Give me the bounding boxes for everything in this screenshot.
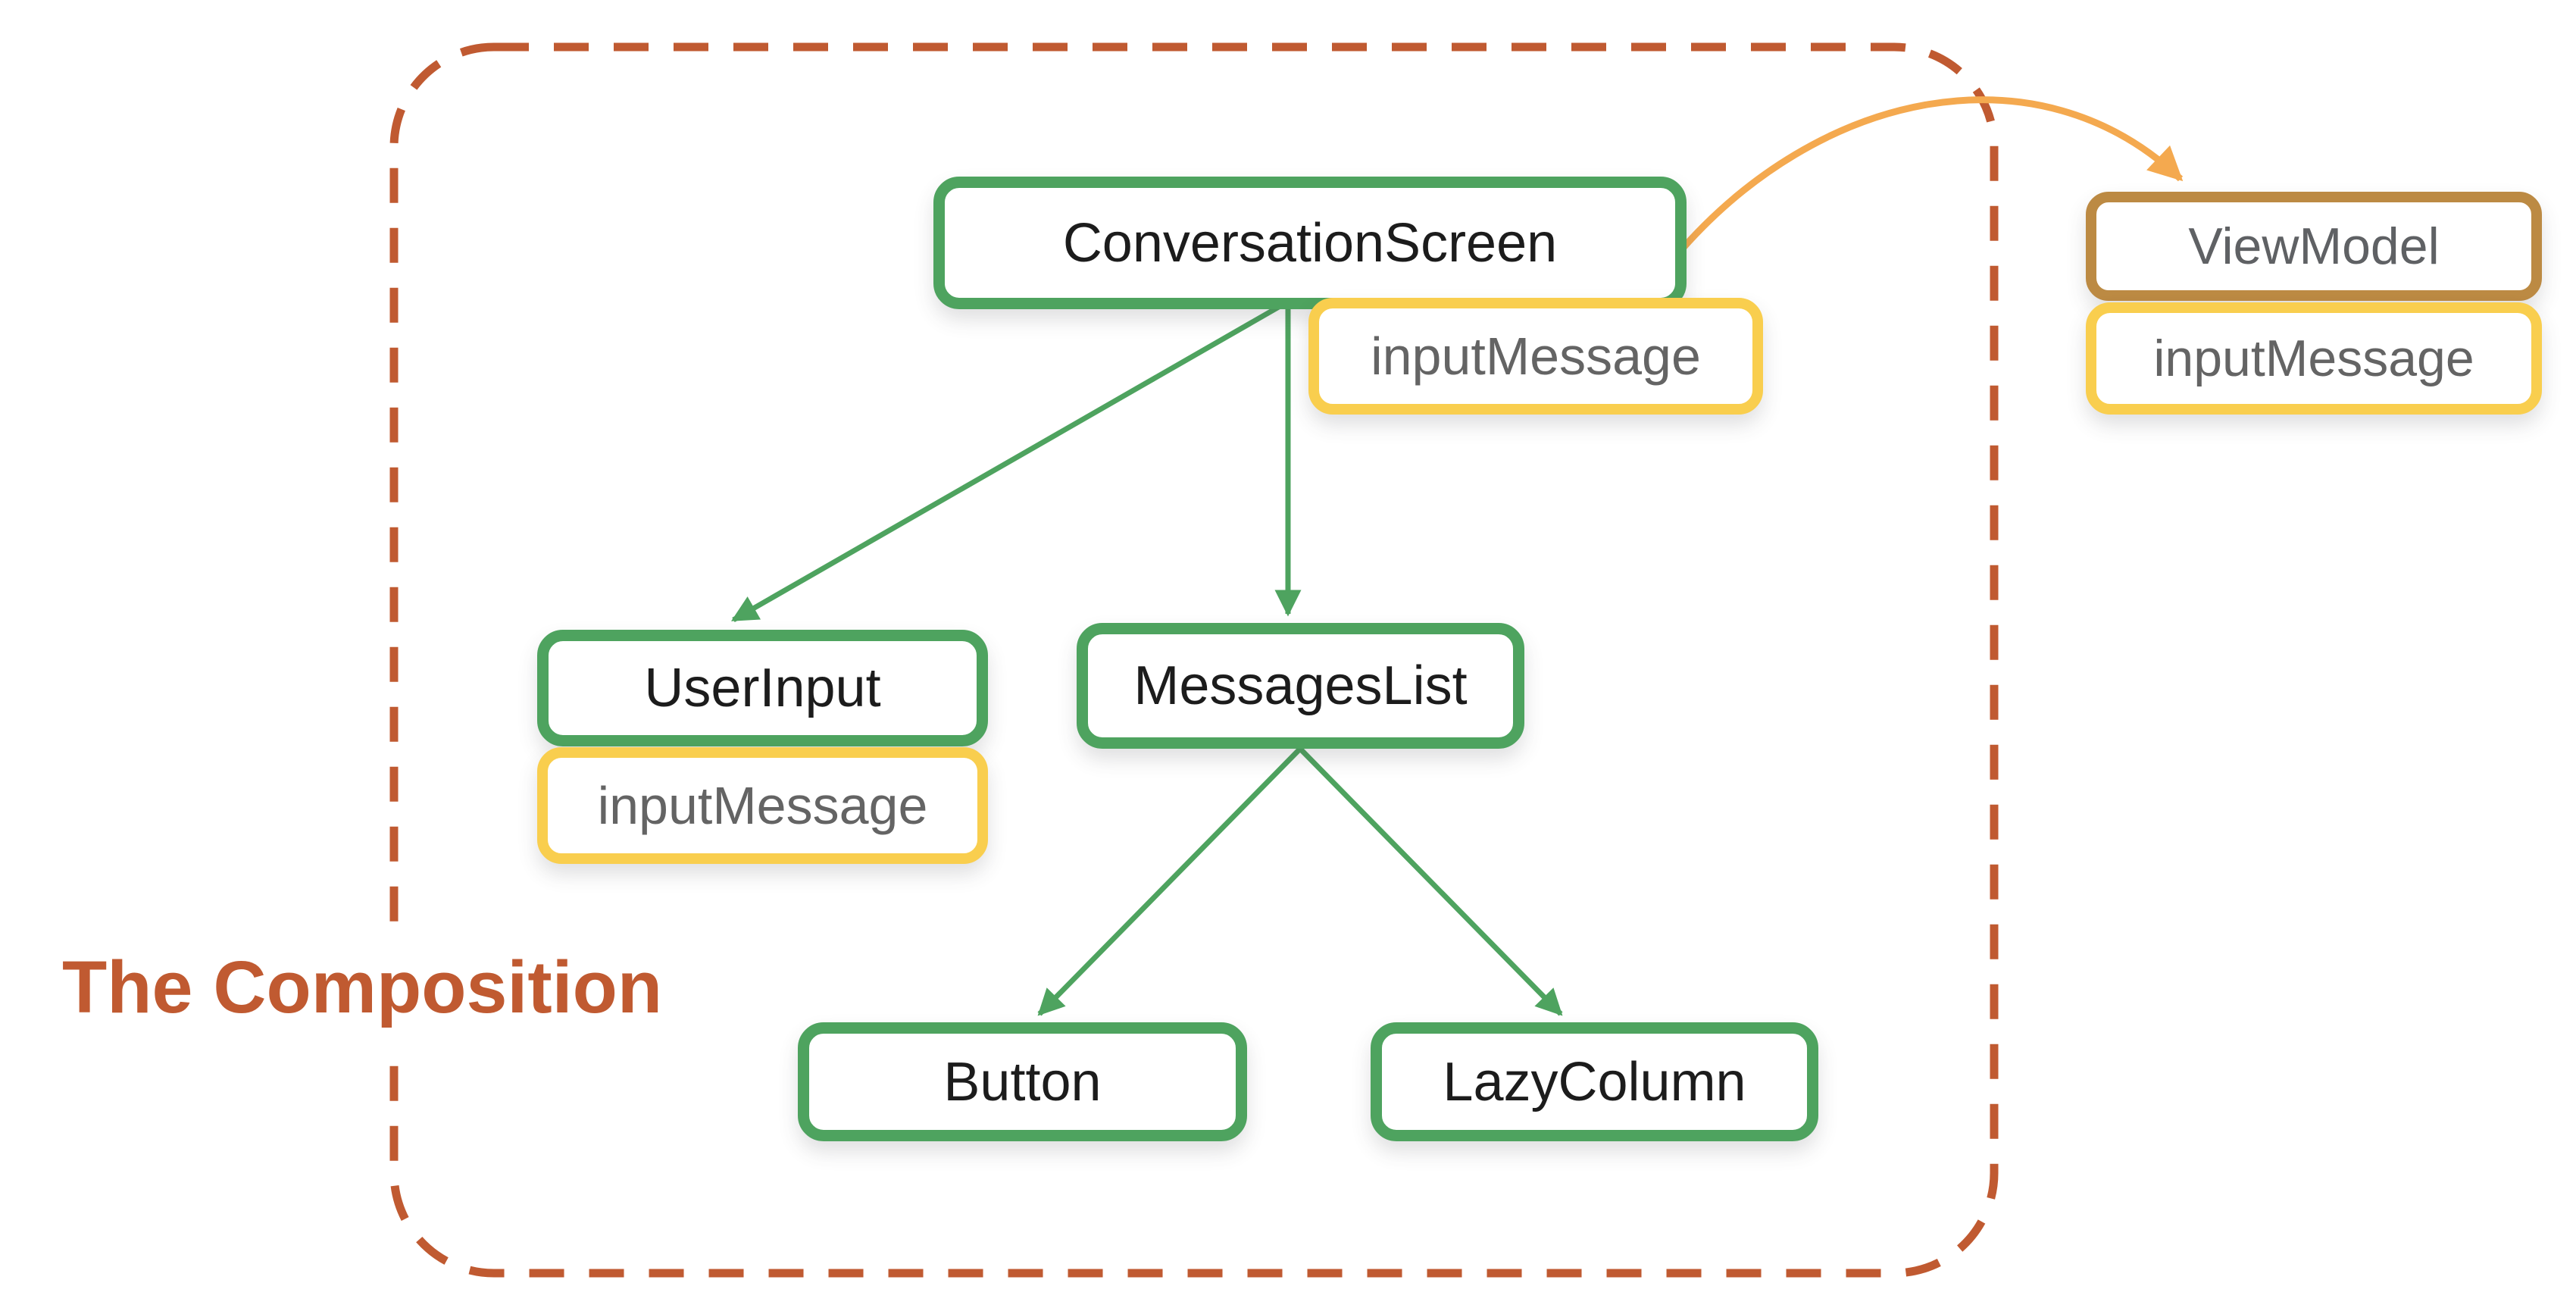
arrow-conversationscreen-to-viewmodel: [1673, 96, 2184, 258]
node-viewmodel: ViewModel: [2086, 192, 2542, 301]
state-badge-label: inputMessage: [597, 776, 928, 835]
node-userinput: UserInput: [537, 630, 988, 746]
node-button-label: Button: [943, 1051, 1102, 1112]
state-badge-viewmodel: inputMessage: [2086, 302, 2542, 415]
state-badge-conversationscreen: inputMessage: [1308, 298, 1763, 415]
edge-conversationscreen-to-userinput: [730, 299, 1290, 623]
state-badge-label: inputMessage: [1371, 327, 1701, 386]
node-button: Button: [798, 1022, 1247, 1141]
state-badge-label: inputMessage: [2153, 330, 2474, 387]
state-badge-userinput: inputMessage: [537, 747, 988, 864]
edge-messageslist-to-lazycolumn: [1298, 746, 1563, 1016]
node-lazycolumn-label: LazyColumn: [1443, 1051, 1746, 1112]
edge-messageslist-to-button: [1037, 746, 1302, 1016]
node-messageslist-label: MessagesList: [1133, 656, 1468, 716]
node-conversationscreen: ConversationScreen: [933, 177, 1687, 309]
node-messageslist: MessagesList: [1077, 623, 1524, 749]
node-lazycolumn: LazyColumn: [1371, 1022, 1818, 1141]
node-userinput-label: UserInput: [644, 658, 881, 718]
node-conversationscreen-label: ConversationScreen: [1062, 212, 1558, 274]
diagram-title: The Composition: [47, 934, 678, 1047]
node-viewmodel-label: ViewModel: [2188, 217, 2440, 275]
composition-boundary: [389, 42, 1999, 1278]
